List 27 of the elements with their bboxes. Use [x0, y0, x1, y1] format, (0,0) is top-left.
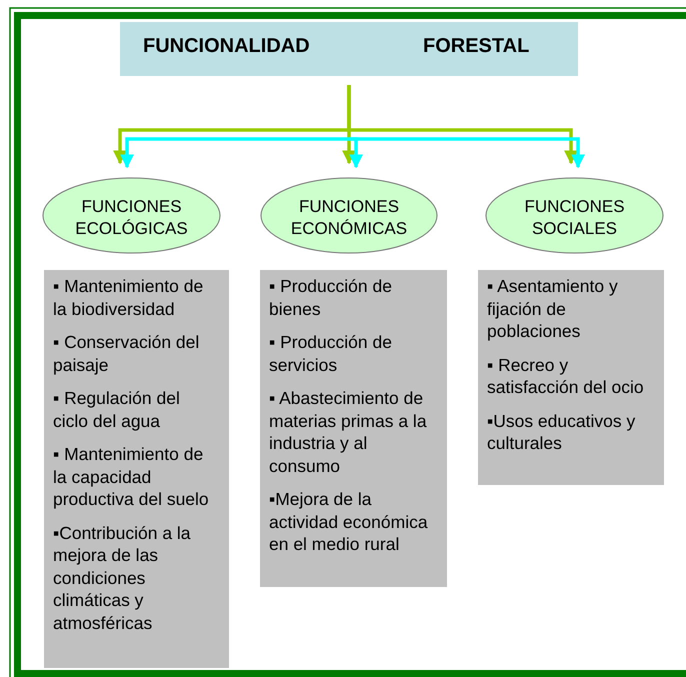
- list-item: ▪ Regulación del ciclo del agua: [53, 387, 181, 432]
- function-heading: FUNCIONES SOCIALES: [523, 196, 626, 240]
- list-item: ▪Mejora de la actividad económica en el medio rural: [269, 488, 429, 556]
- title-banner: [120, 22, 578, 76]
- list-item: ▪Contribución a la mejora de las condiciones climáticas y atmosféricas: [53, 522, 192, 634]
- function-heading: FUNCIONES ECOLÓGICAS: [74, 196, 189, 240]
- list-item: ▪ Abastecimiento de materias primas a la industria y al consumo: [269, 387, 428, 477]
- title-word: FORESTAL: [423, 35, 530, 58]
- list-item: ▪ Conservación del paisaje: [53, 331, 200, 376]
- list-item: ▪ Asentamiento y fijación de poblaciones: [487, 275, 619, 342]
- list-panel: [260, 270, 447, 587]
- list-item: ▪ Producción de servicios: [269, 331, 393, 376]
- arrow: [349, 137, 585, 168]
- list-panel: [478, 270, 664, 485]
- title-word: FUNCIONALIDAD: [143, 35, 310, 58]
- function-ellipse: [485, 177, 664, 254]
- function-heading: FUNCIONES ECONÓMICAS: [290, 196, 408, 240]
- function-ellipse: [260, 177, 438, 254]
- function-ellipse: [42, 177, 221, 254]
- list-item: ▪ Recreo y satisfacción del ocio: [487, 354, 645, 398]
- list-item: ▪Usos educativos y culturales: [487, 410, 636, 454]
- list-panel: [44, 270, 229, 668]
- list-item: ▪ Producción de bienes: [269, 275, 393, 320]
- list-item: ▪ Mantenimiento de la capacidad productiva del suelo: [53, 443, 210, 510]
- arrow: [120, 137, 349, 168]
- list-item: ▪ Mantenimiento de la biodiversidad: [53, 275, 204, 320]
- arrow: [347, 85, 578, 164]
